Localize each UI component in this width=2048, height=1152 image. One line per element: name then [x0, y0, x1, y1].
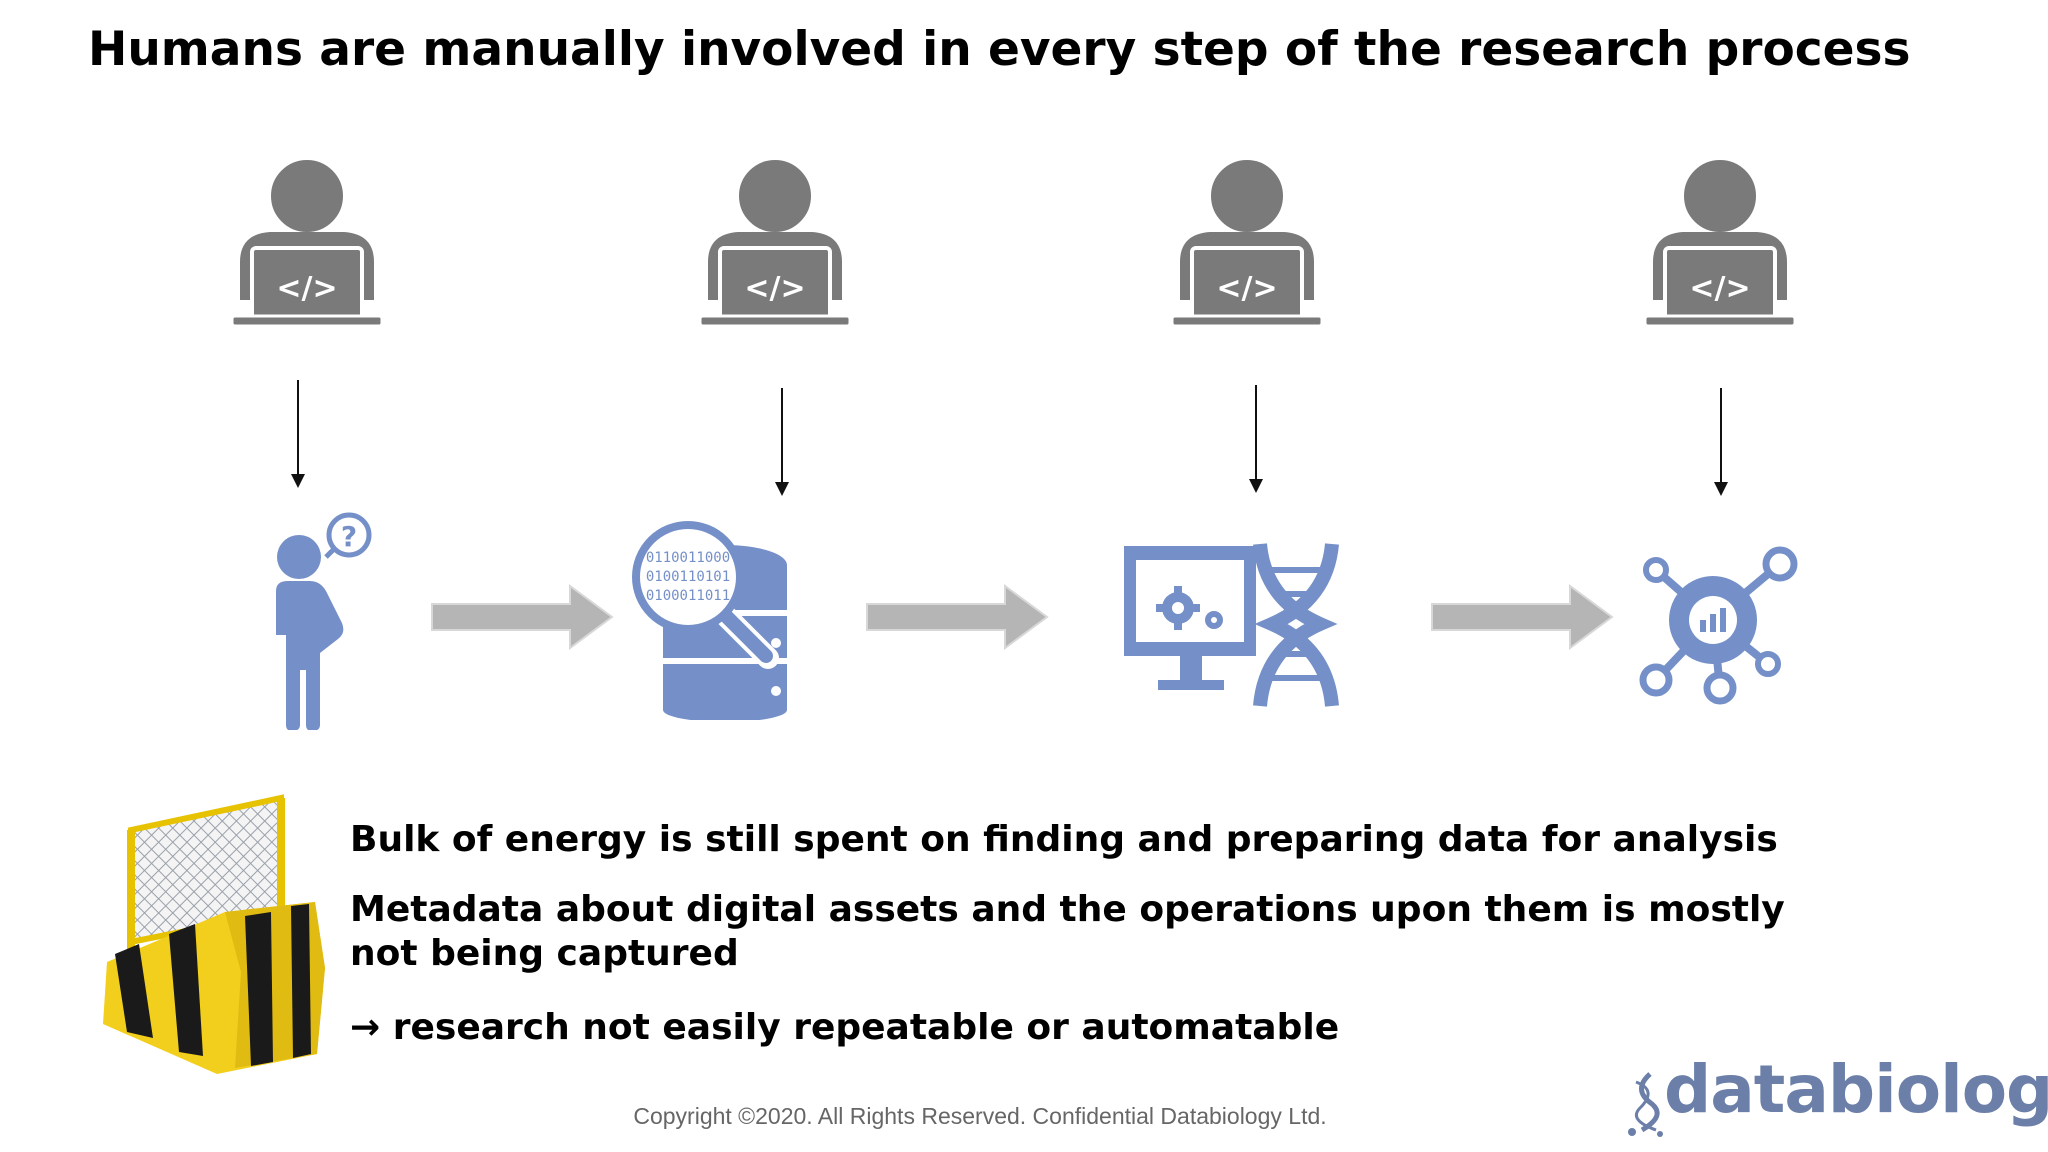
right-block-arrow [1431, 584, 1614, 650]
dna-logo-icon [1628, 1072, 1663, 1137]
person-coding-laptop-icon: </> [1170, 156, 1324, 328]
right-block-arrow [866, 584, 1049, 650]
bullet-metadata: Metadata about digital assets and the op… [350, 889, 1785, 974]
binary-line: 0100011011 [646, 588, 730, 604]
computer-gears-dna-icon [1124, 543, 1339, 707]
down-arrow [775, 388, 789, 496]
databiology-logo: databiology [1664, 1051, 2048, 1128]
code-glyph: </> [1689, 271, 1750, 306]
copyright-footer: Copyright ©2020. All Rights Reserved. Co… [633, 1103, 1327, 1129]
right-arrow-icon: → [350, 1007, 381, 1048]
network-analytics-icon [1639, 546, 1798, 705]
slide-title: Humans are manually involved in every st… [88, 22, 1911, 77]
down-arrow [291, 380, 305, 488]
bullet-energy: Bulk of energy is still spent on finding… [350, 819, 1778, 860]
thinking-person-question-icon: ? [276, 512, 372, 730]
conclusion-text: research not easily repeatable or automa… [392, 1007, 1340, 1048]
binary-line: 0100110101 [646, 569, 730, 585]
person-coding-laptop-icon: </> [698, 156, 852, 328]
binary-line: 0110011000 [646, 550, 730, 566]
person-coding-laptop-icon: </> [230, 156, 384, 328]
code-glyph: </> [744, 271, 805, 306]
right-block-arrow [431, 584, 614, 650]
road-barrier-icon [103, 794, 325, 1074]
down-arrow [1714, 388, 1728, 496]
code-glyph: </> [1216, 271, 1277, 306]
bullet-list: Bulk of energy is still spent on finding… [350, 818, 1850, 1076]
bullet-conclusion: → research not easily repeatable or auto… [350, 1006, 1850, 1050]
person-coding-laptop-icon: </> [1643, 156, 1797, 328]
code-glyph: </> [276, 271, 337, 306]
down-arrow [1249, 385, 1263, 493]
svg-text:?: ? [341, 520, 357, 553]
database-search-binary-icon: 0110011000 0100110101 0100011011 [632, 521, 787, 720]
